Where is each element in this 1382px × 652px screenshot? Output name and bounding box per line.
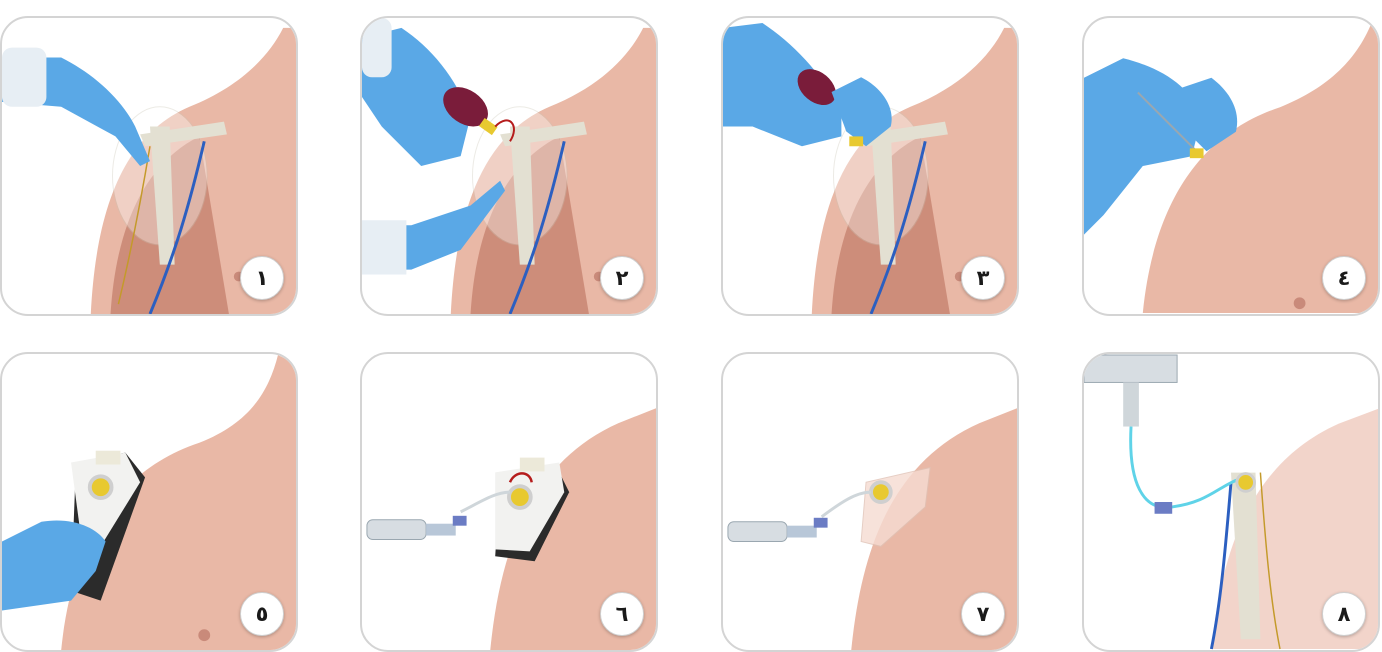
step-number-badge: ٣ (961, 256, 1005, 300)
step-number-badge: ٧ (961, 592, 1005, 636)
step-panel-3: ٣ (721, 16, 1019, 316)
step-number-badge: ٢ (600, 256, 644, 300)
step-panel-6: ٦ (360, 352, 658, 652)
step-panel-2: ٢ (360, 16, 658, 316)
step-panel-1: ١ (0, 16, 298, 316)
step-number-badge: ٥ (240, 592, 284, 636)
step-panel-8: ٨ (1082, 352, 1380, 652)
step-panel-5: ٥ (0, 352, 298, 652)
step-panel-4: ٤ (1082, 16, 1380, 316)
step-number-badge: ٨ (1322, 592, 1366, 636)
step-number-badge: ٦ (600, 592, 644, 636)
step-number-badge: ١ (240, 256, 284, 300)
step-panel-7: ٧ (721, 352, 1019, 652)
step-number-badge: ٤ (1322, 256, 1366, 300)
